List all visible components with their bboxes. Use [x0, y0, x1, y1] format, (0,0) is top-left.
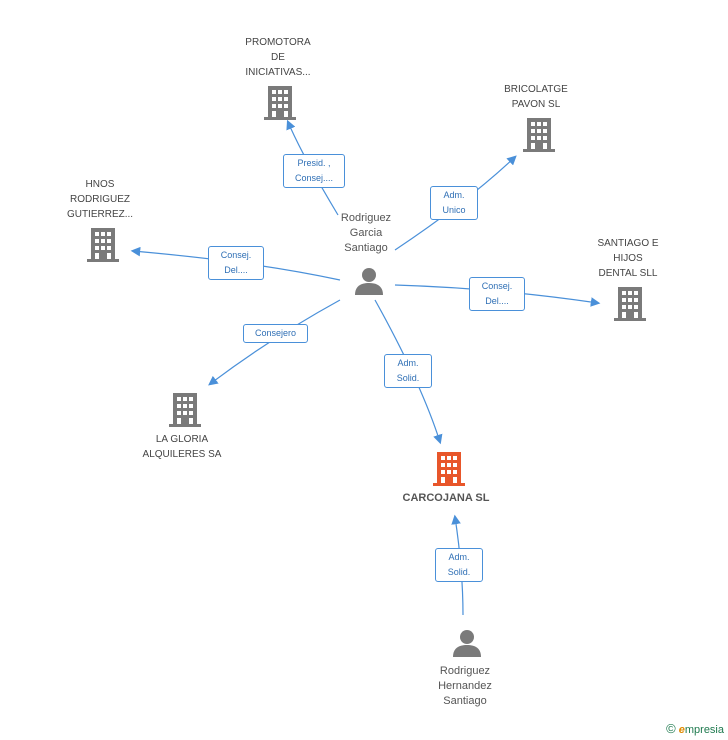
company-label-hnos[interactable]: HNOS RODRIGUEZ GUTIERREZ... — [66, 179, 134, 220]
relation-label-carcojana-2[interactable]: Adm. Solid. — [435, 548, 483, 582]
center-person-label[interactable]: Rodriguez Garcia Santiago — [340, 212, 392, 254]
brand-initial: e — [678, 724, 685, 736]
relation-label-bricolatge[interactable]: Adm. Unico — [430, 186, 478, 220]
company-label-promotora[interactable]: PROMOTORA DE INICIATIVAS... — [245, 37, 311, 78]
brand-name: mpresia — [684, 724, 724, 736]
main-company-label[interactable]: CARCOJANA SL — [402, 492, 490, 504]
building-icon[interactable] — [523, 118, 555, 152]
building-icon[interactable] — [264, 86, 296, 120]
company-label-bricolatge[interactable]: BRICOLATGE PAVON SL — [504, 84, 568, 110]
company-label-santiago-dental[interactable]: SANTIAGO E HIJOS DENTAL SLL — [597, 238, 659, 279]
person-icon[interactable] — [354, 266, 384, 296]
second-person-label[interactable]: Rodriguez Hernandez Santiago — [438, 665, 492, 707]
building-icon[interactable] — [614, 287, 646, 321]
copyright-symbol: © — [666, 721, 676, 736]
relation-label-carcojana-1[interactable]: Adm. Solid. — [384, 354, 432, 388]
building-icon[interactable] — [169, 393, 201, 427]
empresia-logo[interactable]: © empresia — [666, 721, 724, 736]
relation-label-hnos[interactable]: Consej. Del.... — [208, 246, 264, 280]
building-icon[interactable] — [433, 452, 465, 486]
company-label-la-gloria[interactable]: LA GLORIA ALQUILERES SA — [142, 434, 222, 460]
relation-label-santiago-dental[interactable]: Consej. Del.... — [469, 277, 525, 311]
relation-label-promotora[interactable]: Presid. , Consej.... — [283, 154, 345, 188]
relation-label-la-gloria[interactable]: Consejero — [243, 324, 308, 343]
building-icon[interactable] — [87, 228, 119, 262]
person-icon[interactable] — [452, 628, 482, 658]
